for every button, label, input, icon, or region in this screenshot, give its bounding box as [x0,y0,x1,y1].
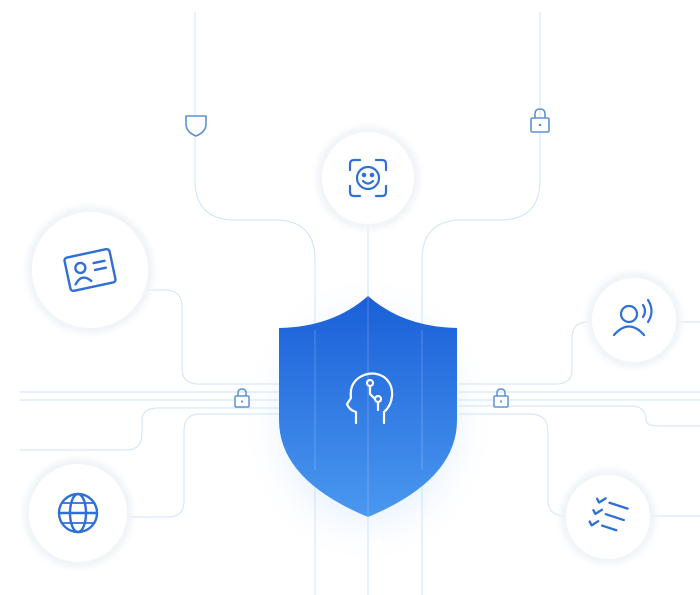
node-checklist[interactable] [560,469,656,565]
checklist-icon [588,497,629,532]
ai-head-icon [345,372,394,425]
face-scan-icon [348,158,388,198]
id-card-icon [63,247,117,293]
padlock-icon-right [493,388,509,408]
node-face-scan[interactable] [316,126,420,230]
small-shield-icon [185,115,207,137]
node-voice[interactable] [586,272,682,368]
node-globe[interactable] [23,458,133,568]
central-shield [279,296,457,517]
padlock-icon-top [530,108,550,133]
padlock-icon-left [234,388,250,408]
node-id-card[interactable] [26,206,154,334]
globe-icon [57,492,99,534]
voice-recognition-icon [612,298,653,337]
connector-lines [20,12,700,595]
